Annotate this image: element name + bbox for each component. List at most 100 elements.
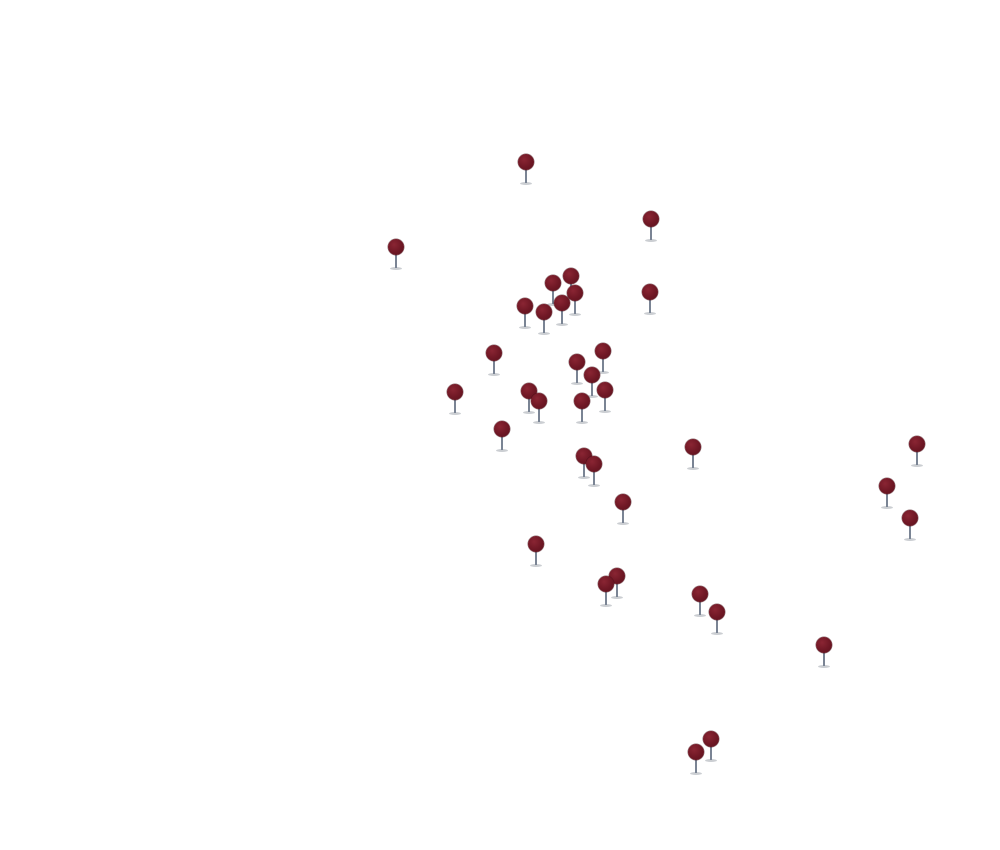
map-pin-marker[interactable] [907, 436, 927, 470]
map-pin-icon [709, 604, 725, 620]
map-pin-marker[interactable] [567, 354, 587, 388]
pin-needle [454, 396, 456, 413]
map-pin-marker[interactable] [595, 382, 615, 416]
pin-shadow [578, 476, 590, 479]
pin-shadow [488, 373, 500, 376]
pin-shadow [523, 411, 535, 414]
pin-shadow [911, 464, 923, 467]
map-pin-icon [615, 494, 631, 510]
pin-shadow [449, 412, 461, 415]
map-pin-icon [816, 637, 832, 653]
pin-needle [909, 522, 911, 539]
pin-needle [699, 598, 701, 615]
map-pin-marker[interactable] [707, 604, 727, 638]
pin-shadow [644, 312, 656, 315]
map-pin-marker[interactable] [543, 275, 563, 309]
map-pin-icon [879, 478, 895, 494]
pin-needle [616, 580, 618, 597]
pin-needle [605, 588, 607, 605]
map-pin-marker[interactable] [877, 478, 897, 512]
map-pin-marker[interactable] [613, 494, 633, 528]
pin-shadow [569, 313, 581, 316]
map-pin-marker[interactable] [596, 576, 616, 610]
map-pin-icon [642, 284, 658, 300]
map-pin-marker[interactable] [386, 239, 406, 273]
map-pin-marker[interactable] [515, 298, 535, 332]
pin-needle [552, 287, 554, 304]
pin-needle [593, 468, 595, 485]
pin-needle [649, 296, 651, 313]
map-pin-icon [494, 421, 510, 437]
map-pin-marker[interactable] [814, 637, 834, 671]
map-pin-marker[interactable] [445, 384, 465, 418]
map-pin-marker[interactable] [572, 393, 592, 427]
pin-shadow [390, 267, 402, 270]
map-pin-marker[interactable] [565, 285, 585, 319]
map-pin-icon [692, 586, 708, 602]
pin-needle [886, 490, 888, 507]
map-pin-icon [703, 731, 719, 747]
pin-needle [650, 223, 652, 240]
pin-needle [692, 451, 694, 468]
pin-needle [591, 379, 593, 396]
map-pin-icon [531, 393, 547, 409]
map-pin-icon [567, 285, 583, 301]
map-pin-icon [909, 436, 925, 452]
map-pin-marker[interactable] [582, 367, 602, 401]
map-pin-marker[interactable] [516, 154, 536, 188]
map-pin-icon [517, 298, 533, 314]
map-pin-icon [685, 439, 701, 455]
map-pin-marker[interactable] [593, 343, 613, 377]
map-pin-marker[interactable] [686, 744, 706, 778]
pin-shadow [645, 239, 657, 242]
map-pin-icon [595, 343, 611, 359]
map-pin-marker[interactable] [640, 284, 660, 318]
pin-shadow [600, 604, 612, 607]
map-pin-marker[interactable] [690, 586, 710, 620]
map-pin-icon [569, 354, 585, 370]
map-pin-icon [688, 744, 704, 760]
pin-needle [576, 366, 578, 383]
pin-needle [916, 448, 918, 465]
pin-shadow [586, 395, 598, 398]
pin-needle [823, 649, 825, 666]
map-pin-marker[interactable] [683, 439, 703, 473]
pin-needle [710, 743, 712, 760]
pin-shadow [818, 665, 830, 668]
map-pin-marker[interactable] [492, 421, 512, 455]
map-pin-marker[interactable] [526, 536, 546, 570]
pin-shadow [694, 614, 706, 617]
map-pin-marker[interactable] [584, 456, 604, 490]
pin-needle [524, 310, 526, 327]
pin-needle [583, 460, 585, 477]
pin-shadow [533, 421, 545, 424]
pin-shadow [687, 467, 699, 470]
pin-needle [535, 548, 537, 565]
map-pin-icon [447, 384, 463, 400]
map-pin-marker[interactable] [534, 304, 554, 338]
map-pin-marker[interactable] [641, 211, 661, 245]
map-pin-marker[interactable] [552, 295, 572, 329]
map-pin-marker[interactable] [701, 731, 721, 765]
pin-needle [581, 405, 583, 422]
pin-needle [561, 307, 563, 324]
pin-needle [574, 297, 576, 314]
pin-shadow [571, 382, 583, 385]
map-pin-marker[interactable] [900, 510, 920, 544]
pin-needle [525, 166, 527, 183]
pin-shadow [576, 421, 588, 424]
pin-shadow [617, 522, 629, 525]
pin-needle [501, 433, 503, 450]
pin-shadow [611, 596, 623, 599]
pin-needle [493, 357, 495, 374]
pin-shadow [690, 772, 702, 775]
map-pin-icon [554, 295, 570, 311]
pin-needle [695, 756, 697, 773]
map-pin-marker[interactable] [484, 345, 504, 379]
pin-shadow [547, 303, 559, 306]
pin-shadow [881, 506, 893, 509]
pin-shadow [530, 564, 542, 567]
map-pin-marker[interactable] [529, 393, 549, 427]
pin-shadow [519, 326, 531, 329]
